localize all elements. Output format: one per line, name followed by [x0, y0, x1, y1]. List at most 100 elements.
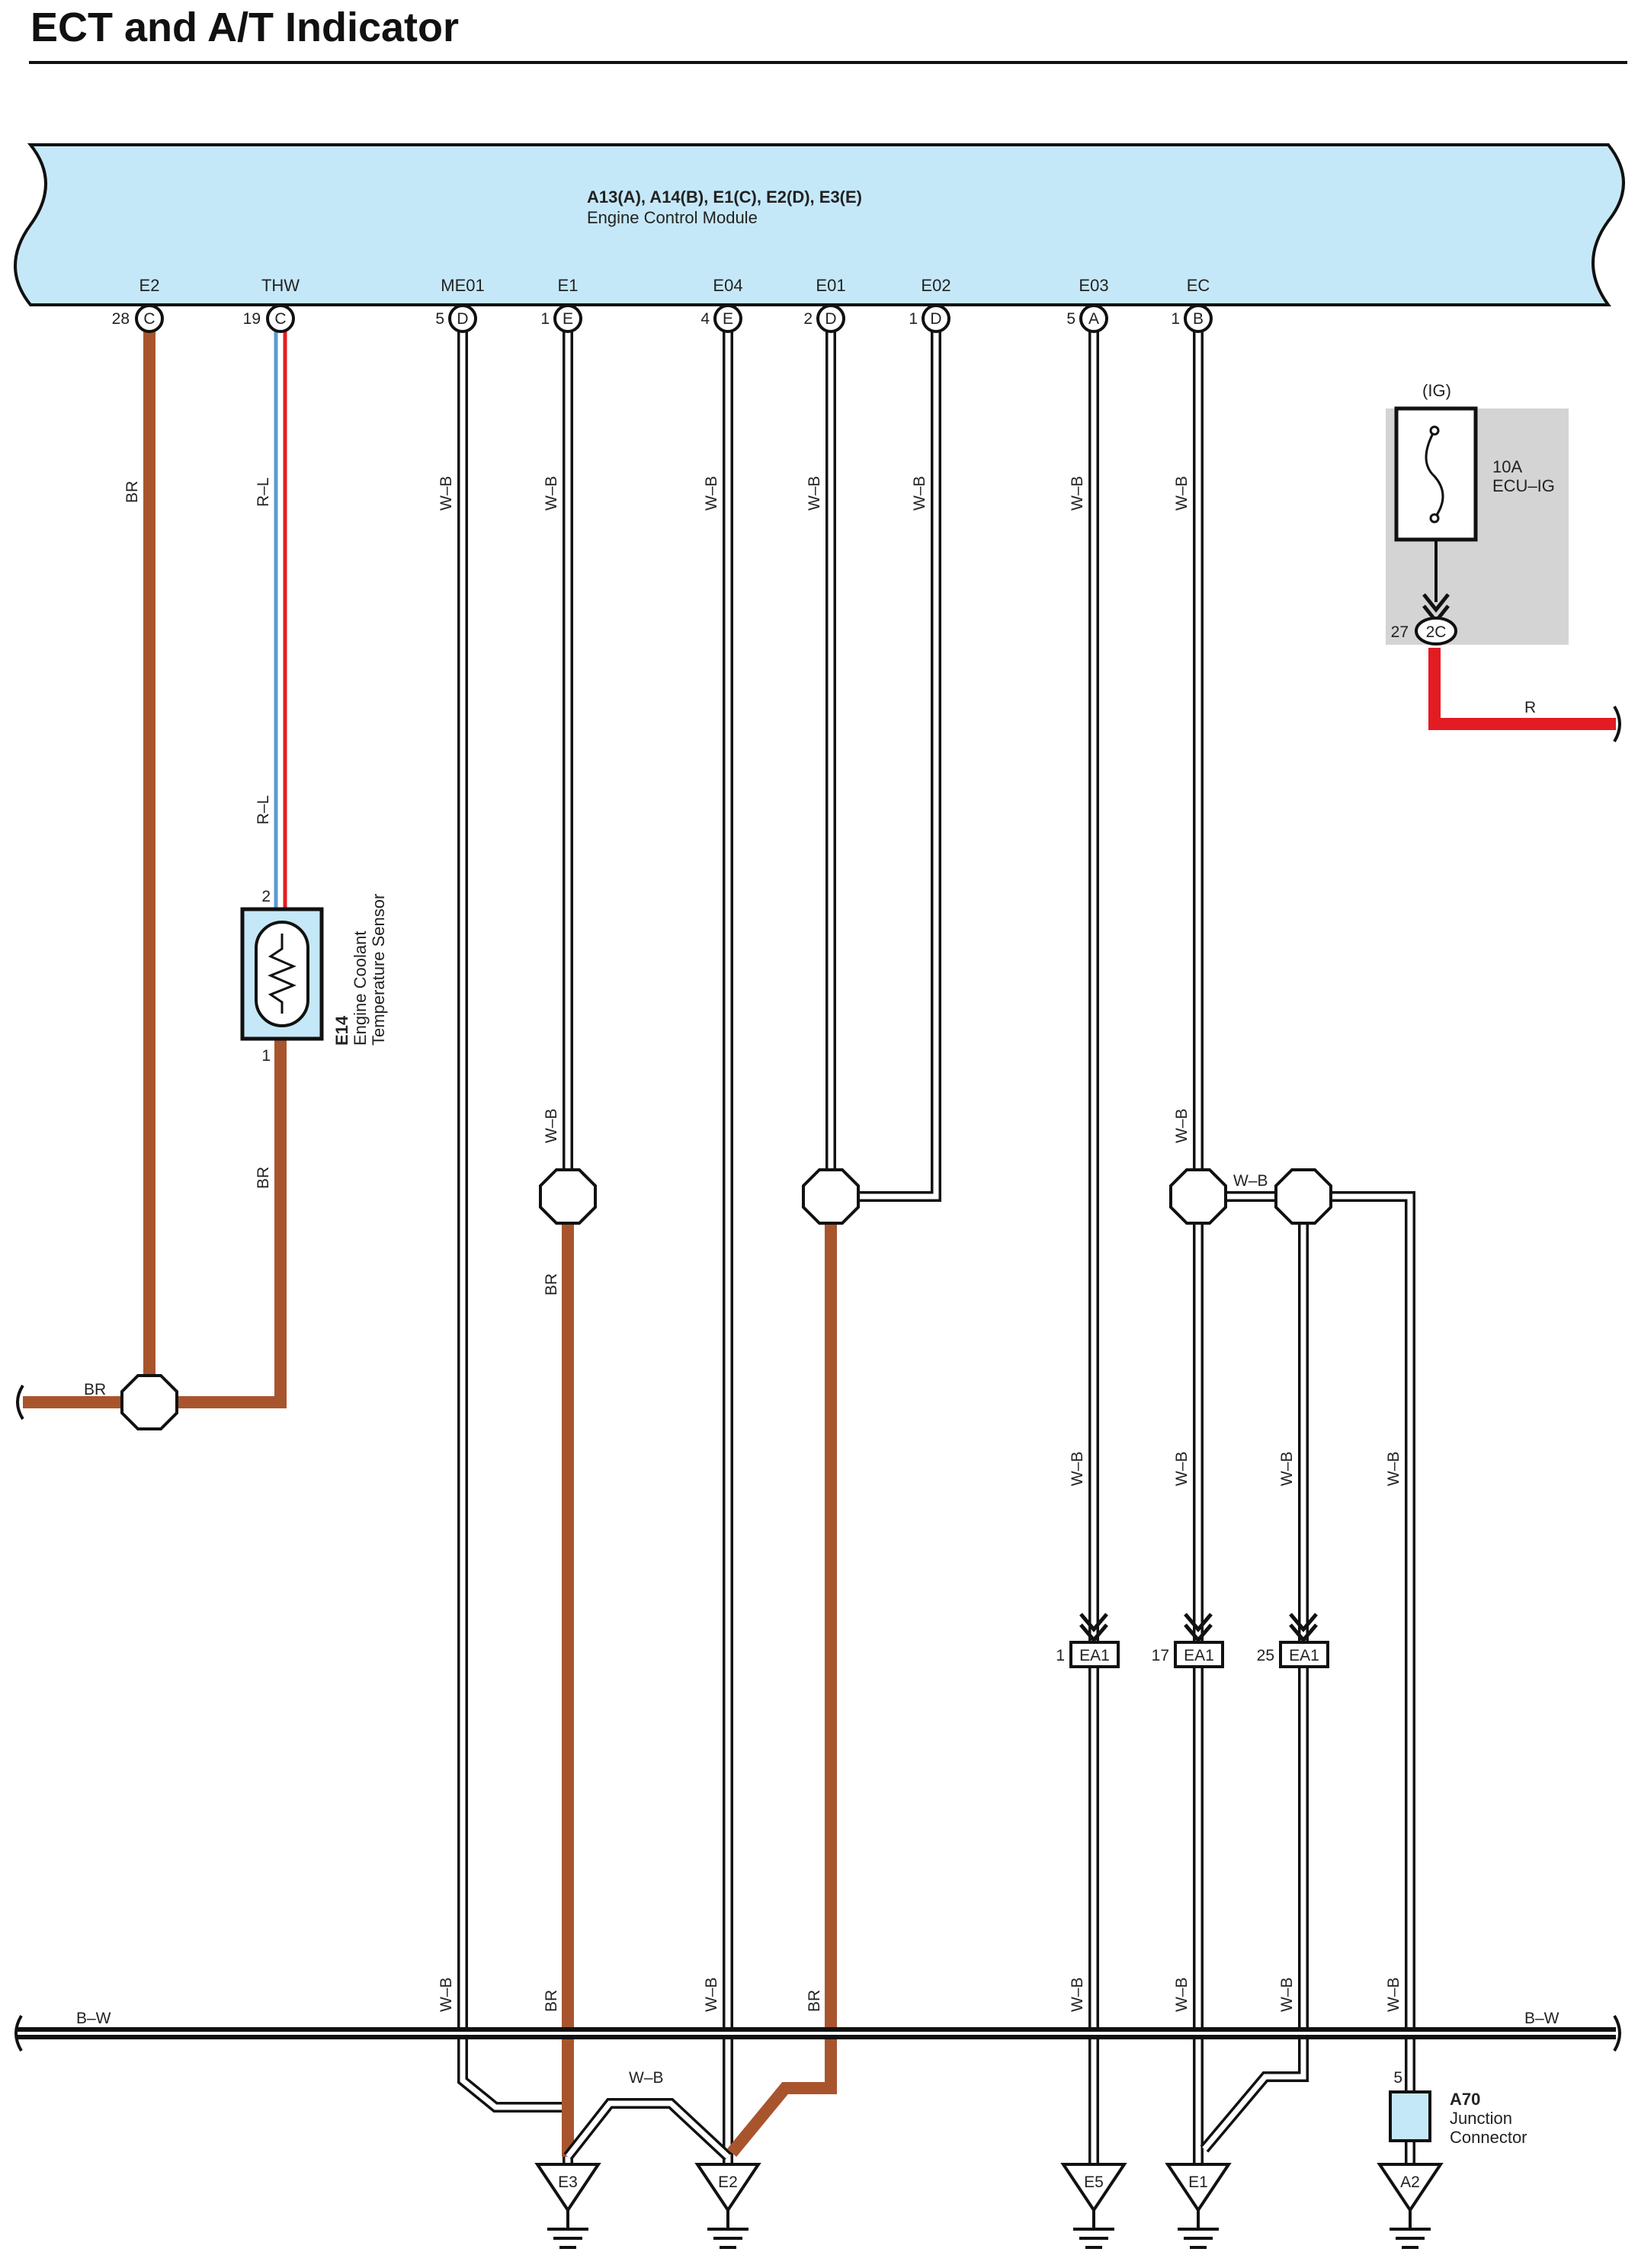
label-bw-left: B–W	[76, 2010, 111, 2027]
svg-text:EA1: EA1	[1079, 1647, 1110, 1664]
svg-text:EA1: EA1	[1184, 1647, 1214, 1664]
ground-e1: E1	[1165, 2163, 1232, 2249]
terminal-e04: E4	[700, 304, 742, 333]
ground-icon	[534, 2163, 601, 2213]
svg-text:EA1: EA1	[1289, 1647, 1319, 1664]
wire-break-left-br	[16, 1384, 24, 1421]
ea1-arrow-icon	[1184, 1613, 1213, 1643]
label-rl: R–L	[255, 795, 272, 825]
label-br: BR	[543, 1273, 560, 1296]
terminal-me01: D5	[435, 304, 477, 333]
ecm-terminals: E2 THW ME01 E1 E04 E01 E02 E03 EC	[139, 276, 1210, 295]
ground-icon	[1377, 2163, 1444, 2213]
svg-text:E5: E5	[1084, 2174, 1104, 2191]
wire-wb-e02	[831, 319, 941, 1202]
label-wb: W–B	[543, 476, 560, 511]
terminal-e03: A5	[1066, 304, 1108, 333]
grounds: E3 E2 E5 E1 A2	[534, 2163, 1444, 2249]
svg-text:E2: E2	[718, 2174, 738, 2191]
label-wb: W–B	[438, 476, 455, 511]
label-wb: W–B	[1278, 1977, 1296, 2012]
label-wb: W–B	[703, 476, 720, 511]
svg-text:19: 19	[243, 310, 261, 328]
ground-icon	[1165, 2163, 1232, 2213]
label-wb: W–B	[1173, 1108, 1191, 1143]
wire-br-e01-ground	[726, 1196, 837, 2157]
label-wb: W–B	[1173, 1451, 1191, 1486]
label-br-horizontal: BR	[84, 1381, 106, 1398]
svg-text:1: 1	[1056, 1647, 1065, 1664]
ecm-name-label: Engine Control Module	[587, 208, 758, 227]
sensor-name-line1: Engine Coolant	[351, 931, 370, 1046]
label-wb: W–B	[1173, 1977, 1191, 2012]
svg-text:D: D	[825, 310, 836, 328]
label-wb: W–B	[438, 1977, 455, 2012]
splice-ec-branch	[1274, 1168, 1332, 1225]
terminal-e1: E1	[540, 304, 582, 333]
label-wb: W–B	[703, 1977, 720, 2012]
svg-text:A: A	[1088, 310, 1099, 328]
svg-text:28: 28	[112, 310, 130, 328]
label-br: BR	[123, 481, 141, 503]
fuse-name-label: ECU–IG	[1492, 476, 1555, 495]
terminal-thw: C19	[243, 304, 295, 333]
ground-e2: E2	[694, 2163, 761, 2249]
ea1-connector-17	[1174, 1641, 1224, 1668]
label-r: R	[1524, 699, 1536, 716]
fuse-element-icon	[1425, 430, 1444, 519]
terminal-e2: C28	[112, 304, 164, 333]
label-br: BR	[543, 1990, 560, 2012]
wire-r-fuse	[1428, 648, 1616, 730]
svg-text:E: E	[563, 310, 573, 328]
label-wb-horizontal: W–B	[1233, 1172, 1268, 1190]
terminal-name-me01: ME01	[441, 276, 484, 295]
fuse-pin-label: 27	[1391, 623, 1409, 641]
engine-control-module-box	[14, 143, 1625, 306]
wire-wb-me01	[457, 319, 573, 2164]
ground-e3: E3	[534, 2163, 601, 2249]
terminal-name-e1: E1	[558, 276, 579, 295]
svg-text:25: 25	[1257, 1647, 1274, 1664]
ground-a2: A2	[1377, 2163, 1444, 2249]
terminal-name-e03: E03	[1079, 276, 1108, 295]
wire-color-labels: BR R–L R–L BR W–B W–B W–B W–B W–B W–B W–…	[76, 476, 1559, 2087]
fuse-amp-label: 10A	[1492, 457, 1522, 476]
junction-line2: Connector	[1450, 2128, 1527, 2147]
label-wb-horizontal: W–B	[629, 2069, 664, 2087]
terminal-e02: D1	[909, 304, 950, 333]
wire-br-sensor	[149, 1036, 287, 1408]
label-wb: W–B	[1069, 476, 1086, 511]
svg-text:2C: 2C	[1426, 623, 1447, 641]
label-br: BR	[806, 1990, 823, 2012]
svg-text:E: E	[723, 310, 733, 328]
engine-coolant-temperature-sensor: 2 1 E14 Engine Coolant Temperature Senso…	[240, 888, 388, 1065]
terminal-name-e04: E04	[713, 276, 742, 295]
label-wb: W–B	[1069, 1977, 1086, 2012]
fuse-connector-2c	[1415, 617, 1457, 645]
fuse-ecu-ig: (IG) 10A ECU–IG 2C 27	[1386, 381, 1569, 645]
ground-icon	[1060, 2163, 1127, 2213]
wires	[15, 319, 1616, 2164]
splice-br	[120, 1374, 178, 1430]
label-wb: W–B	[1278, 1451, 1296, 1486]
splice-ec	[1169, 1168, 1227, 1225]
sensor-id: E14	[332, 1015, 351, 1046]
fuse-ig-label: (IG)	[1422, 381, 1451, 400]
junction-connector-a70: 5 A70 Junction Connector	[1389, 2069, 1527, 2147]
wire-break-left-bw	[14, 2014, 23, 2052]
terminal-name-e01: E01	[816, 276, 845, 295]
sensor-pin-top: 2	[261, 888, 271, 905]
ground-e5: E5	[1060, 2163, 1127, 2249]
terminal-ec: B1	[1171, 304, 1213, 333]
sensor-name-line2: Temperature Sensor	[369, 894, 388, 1046]
svg-text:B: B	[1193, 310, 1204, 328]
svg-text:1: 1	[1171, 310, 1180, 328]
terminal-circles: C28 C19 D5 E1 E4 D2 D1 A5 B1	[112, 304, 1213, 333]
terminal-name-thw: THW	[261, 276, 300, 295]
svg-text:17: 17	[1152, 1647, 1169, 1664]
label-wb: W–B	[1173, 476, 1191, 511]
svg-text:D: D	[457, 310, 468, 328]
svg-text:5: 5	[435, 310, 444, 328]
svg-text:4: 4	[700, 310, 710, 328]
ecm-connectors-label: A13(A), A14(B), E1(C), E2(D), E3(E)	[587, 187, 862, 207]
